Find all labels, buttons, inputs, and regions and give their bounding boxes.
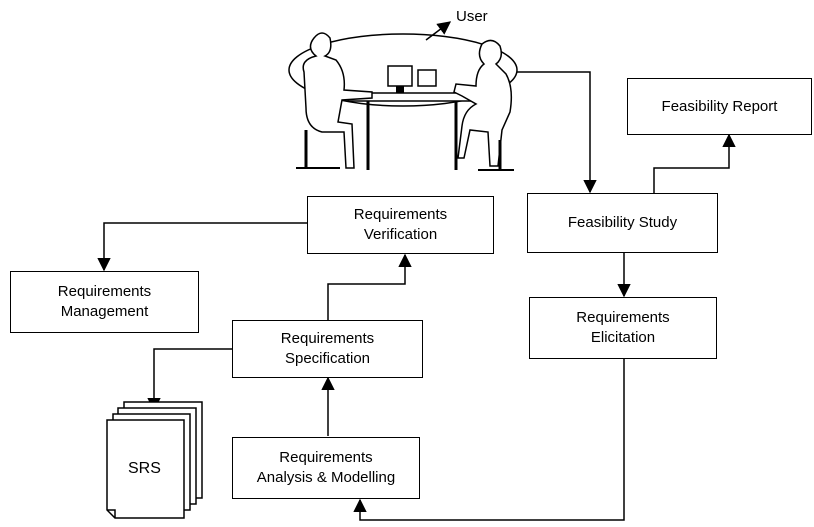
requirements-verification-box: Requirements Verification <box>307 196 494 254</box>
user-meeting-illustration <box>288 32 518 171</box>
requirements-elicitation-line-1: Requirements <box>576 309 670 326</box>
requirements-specification-line-2: Specification <box>284 350 371 367</box>
user-pointer-arrow <box>425 21 452 41</box>
requirements-management-line-1: Requirements <box>57 283 152 300</box>
arrow-user-to-feasibility-study <box>517 71 597 194</box>
requirements-verification-line-2: Verification <box>363 226 438 243</box>
feasibility-report-line-1: Feasibility Report <box>661 97 778 115</box>
requirements-specification-line-1: Requirements <box>280 330 375 347</box>
requirements-verification-line-1: Requirements <box>353 206 448 223</box>
srs-label: SRS <box>128 460 161 477</box>
arrow-study-to-report <box>653 133 736 193</box>
requirements-specification-box: Requirements Specification <box>232 320 423 378</box>
requirements-elicitation-box: Requirements Elicitation <box>529 297 717 359</box>
feasibility-study-line-1: Feasibility Study <box>567 214 678 231</box>
requirements-analysis-line-1: Requirements <box>279 449 373 466</box>
arrow-elicitation-to-analysis <box>353 359 625 521</box>
feasibility-study-box: Feasibility Study <box>527 193 718 253</box>
requirements-elicitation-line-2: Elicitation <box>590 329 656 346</box>
arrow-verification-to-management <box>97 222 307 272</box>
connectors <box>97 71 736 521</box>
requirements-management-line-2: Management <box>60 303 149 320</box>
requirements-management-box: Requirements Management <box>10 271 199 333</box>
requirements-analysis-box: Requirements Analysis & Modelling <box>232 437 420 499</box>
arrow-specification-to-srs <box>147 348 232 412</box>
srs-document-stack <box>106 401 203 519</box>
user-label: User <box>456 8 488 25</box>
feasibility-report-box: Feasibility Report <box>627 78 812 135</box>
arrow-specification-to-verification <box>327 253 412 320</box>
requirements-analysis-line-2: Analysis & Modelling <box>256 469 396 486</box>
